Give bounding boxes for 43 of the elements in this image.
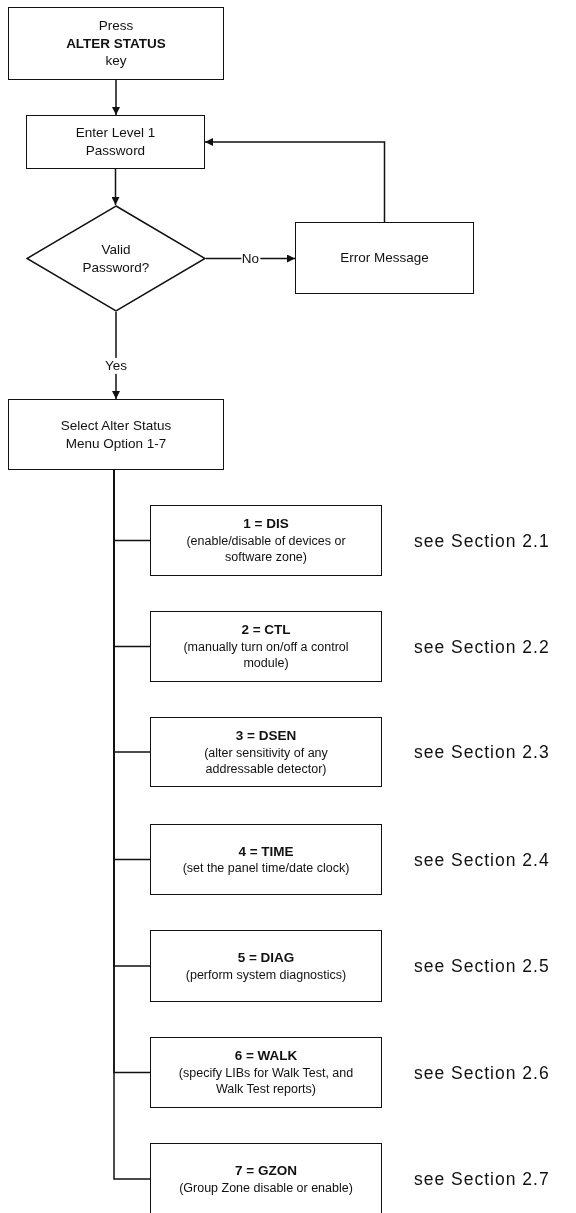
section-reference: see Section 2.1	[414, 530, 550, 551]
box-text: Valid Password?	[81, 240, 151, 277]
section-reference: see Section 2.7	[414, 1168, 550, 1190]
process-box	[150, 611, 382, 682]
process-box	[150, 824, 382, 895]
section-reference: see Section 2.4	[414, 849, 550, 870]
section-reference: see Section 2.3	[414, 741, 550, 763]
section-reference: see Section 2.2	[414, 636, 550, 657]
option-heading: 1 = DIS	[243, 515, 289, 533]
process-box	[150, 1037, 382, 1108]
section-reference: see Section 2.5	[414, 955, 550, 977]
option-heading: 6 = WALK	[234, 1047, 298, 1065]
box-text: (specify LIBs for Walk Test, and Walk Test reports)	[177, 1065, 355, 1098]
process-box	[8, 399, 224, 470]
option-heading: 7 = GZON	[235, 1162, 297, 1180]
box-text: (Group Zone disable or enable)	[179, 1179, 353, 1196]
box-text: (enable/disable of devices or software zone)	[185, 533, 347, 566]
option-heading: 2 = CTL	[241, 621, 291, 639]
process-box	[150, 930, 382, 1002]
box-text: Error Message	[340, 249, 429, 267]
process-box	[150, 1143, 382, 1213]
connector-arrow	[204, 138, 386, 223]
box-text: (manually turn on/off a control module)	[182, 639, 350, 672]
edge-label: Yes	[104, 357, 128, 374]
box-text: (alter sensitivity of any addressable detector)	[203, 744, 329, 777]
option-heading: 5 = DIAG	[237, 949, 295, 967]
connector-arrow	[205, 254, 296, 263]
connector-arrow	[112, 79, 120, 116]
section-reference: see Section 2.6	[414, 1062, 550, 1083]
option-heading: 3 = DSEN	[235, 726, 297, 745]
box-text: Enter Level 1 Password	[74, 124, 157, 160]
box-text: (set the panel time/date clock)	[182, 860, 350, 877]
option-heading: 4 = TIME	[238, 842, 294, 861]
box-text: (perform system diagnostics)	[185, 966, 347, 983]
process-box	[8, 7, 224, 80]
decision-diamond	[26, 205, 206, 312]
process-box	[26, 115, 205, 169]
connector-arrow	[111, 168, 120, 206]
process-box	[295, 222, 474, 294]
box-text: Select Alter Status Menu Option 1-7	[59, 416, 173, 453]
box-text: Press ALTER STATUS key	[66, 17, 166, 70]
process-box	[150, 505, 382, 576]
process-box	[150, 717, 382, 787]
